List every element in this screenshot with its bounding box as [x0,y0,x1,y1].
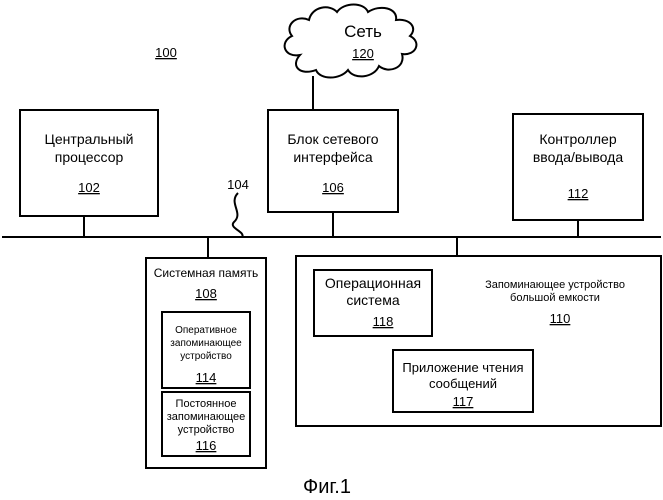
cpu-label-line2: процессор [55,149,124,165]
storage-ref: 110 [550,311,571,326]
ram-label-line3: устройство [180,351,232,362]
io-label-line1: Контроллер [539,131,616,147]
network-cloud [285,5,417,78]
os-ref: 118 [373,314,394,329]
bus-ref-leader [233,193,243,237]
network-label: Сеть [344,22,382,41]
nic-label-line2: интерфейса [293,149,373,165]
figure-caption: Фиг.1 [303,476,351,498]
nic-ref: 106 [322,180,344,195]
app-label-line1: Приложение чтения [402,360,523,375]
storage-label-line1: Запоминающее устройство [485,279,625,291]
network-ref: 120 [352,46,374,61]
io-label-line2: ввода/вывода [533,149,623,165]
os-label-line1: Операционная [325,275,421,291]
ram-ref: 114 [196,370,217,385]
app-label-line2: сообщений [429,376,497,391]
rom-ref: 116 [196,438,217,453]
rom-label-line1: Постоянное [176,398,237,410]
storage-label-line2: большой емкости [510,292,600,304]
cpu-label-line1: Центральный [45,131,134,147]
sysmem-label: Системная память [154,266,258,280]
nic-label-line1: Блок сетевого [287,131,378,147]
sysmem-ref: 108 [195,286,217,301]
rom-label-line2: запоминающее [167,411,246,423]
io-box [513,114,643,220]
cpu-ref: 102 [78,180,100,195]
figure-ref: 100 [155,45,177,60]
ram-label-line2: запоминающее [170,338,242,349]
bus-ref: 104 [227,177,249,192]
rom-label-line3: устройство [178,424,235,436]
io-ref: 112 [568,186,589,201]
ram-label-line1: Оперативное [175,325,237,336]
os-label-line2: система [346,292,399,308]
app-ref: 117 [453,394,474,409]
